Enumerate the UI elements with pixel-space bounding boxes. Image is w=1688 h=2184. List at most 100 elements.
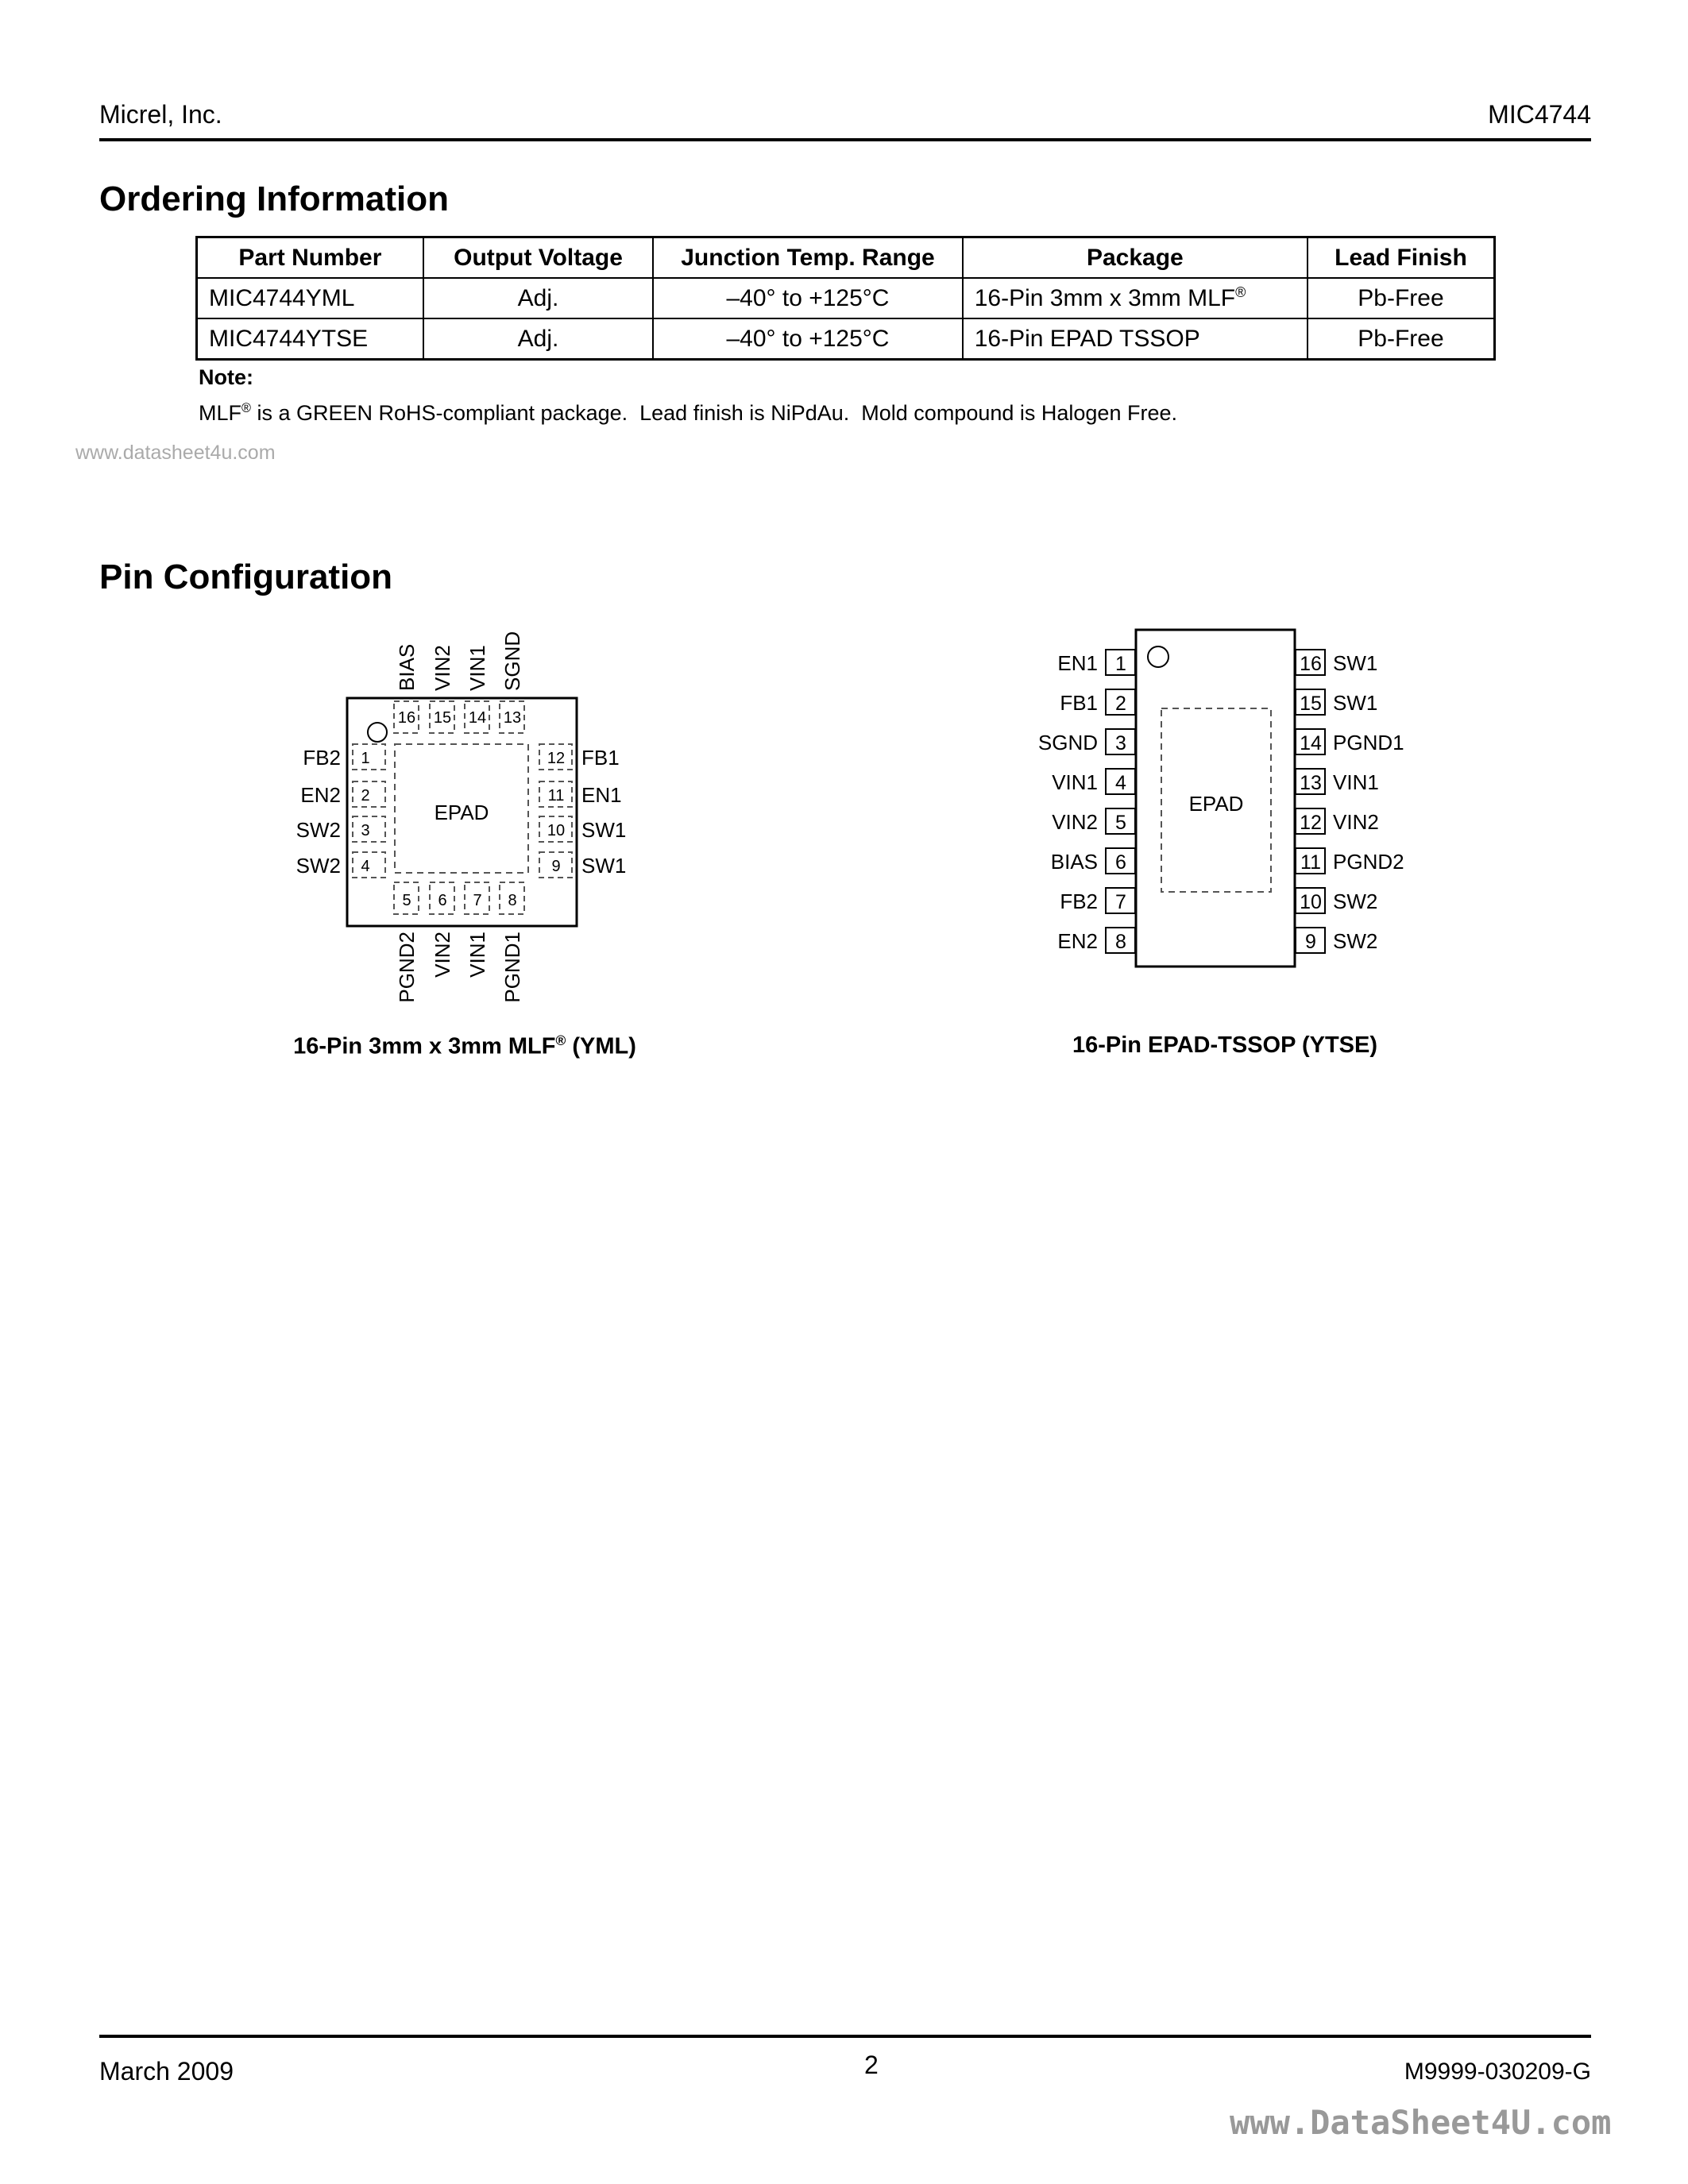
pin-label: SW1: [1333, 691, 1377, 715]
footer-rule: [99, 2035, 1591, 2038]
cell: –40° to +125°C: [652, 277, 964, 319]
pin-number: 8: [508, 892, 516, 909]
pin-lead: [1105, 728, 1136, 755]
pin-number: 1: [361, 750, 369, 767]
pin-label: SW1: [1333, 651, 1377, 675]
mlf-caption: 16-Pin 3mm x 3mm MLF® (YML): [293, 1032, 636, 1060]
column-header: Lead Finish: [1306, 236, 1496, 279]
pin-number: 6: [438, 892, 446, 909]
pin-pad: [499, 882, 525, 915]
cell: Adj.: [422, 277, 655, 319]
pin-lead: [1105, 847, 1136, 874]
cell: 16-Pin 3mm x 3mm MLF®: [961, 277, 1308, 319]
footer-doc-number: M9999-030209-G: [1404, 2059, 1591, 2085]
pin-number: 7: [1115, 891, 1126, 913]
pin-lead: [1105, 768, 1136, 795]
pin-lead: [1295, 927, 1326, 954]
cell: MIC4744YML: [195, 277, 424, 319]
pin-number: 13: [504, 709, 521, 727]
cell: Pb-Free: [1306, 318, 1496, 361]
pin-number: 3: [361, 822, 369, 839]
pin-label: PGND2: [395, 932, 419, 1003]
pin-number: 14: [469, 709, 486, 727]
mlf-epad-label: EPAD: [435, 801, 489, 824]
pin-label: EN1: [581, 783, 622, 807]
mlf-package-diagram: EPAD 16BIAS15VIN214VIN113SGND5PGND26VIN2…: [296, 631, 627, 1003]
pin-label: SW1: [581, 818, 626, 842]
pin-label: PGND1: [1333, 731, 1404, 754]
caption-suffix: (YML): [566, 1033, 636, 1059]
pin-label: SW1: [581, 854, 626, 878]
pin-label: VIN1: [465, 645, 489, 691]
pin-lead: [1105, 927, 1136, 954]
pin-lead: [1105, 808, 1136, 835]
pin-lead: [1105, 887, 1136, 914]
pin-number: 12: [1300, 812, 1322, 834]
pin-pad: [499, 700, 525, 734]
pin-number: 3: [1115, 732, 1126, 754]
pin-lead: [1105, 689, 1136, 716]
table-header-row: Part Number Output Voltage Junction Temp…: [195, 236, 1496, 279]
pin-number: 10: [1300, 891, 1322, 913]
pin-label: BIAS: [1051, 850, 1098, 874]
pin-label: SW2: [1333, 889, 1377, 913]
pin-lead: [1295, 847, 1326, 874]
pin-lead: [1295, 689, 1326, 716]
pin-number: 15: [1300, 693, 1322, 715]
cell: MIC4744YTSE: [195, 318, 424, 361]
pin1-marker-icon: [367, 722, 388, 743]
mlf-epad: [394, 743, 529, 874]
pin-label: VIN1: [1333, 770, 1379, 794]
pin-lead: [1295, 649, 1326, 676]
pin-number: 2: [361, 787, 369, 805]
pin-number: 8: [1115, 931, 1126, 953]
footer-date: March 2009: [99, 2057, 234, 2086]
pin-lead: [1105, 649, 1136, 676]
pin-pad: [429, 700, 455, 734]
table-row: MIC4744YTSE Adj. –40° to +125°C 16-Pin E…: [195, 318, 1496, 361]
pin-number: 5: [402, 892, 411, 909]
pin-number: 13: [1300, 772, 1322, 794]
header-part-number: MIC4744: [1488, 100, 1591, 129]
pin-pad: [429, 882, 455, 915]
pin-number: 16: [398, 709, 415, 727]
pin-label: EN2: [1057, 929, 1098, 953]
header-rule: [99, 138, 1591, 141]
ordering-title: Ordering Information: [99, 179, 449, 218]
column-header: Output Voltage: [422, 236, 655, 279]
pin-number: 15: [434, 709, 451, 727]
ordering-table: Part Number Output Voltage Junction Temp…: [195, 236, 1496, 361]
note-label: Note:: [199, 365, 253, 389]
registered-mark: ®: [1235, 284, 1246, 300]
caption-text: 16-Pin 3mm x 3mm MLF: [293, 1033, 556, 1059]
pin-lead: [1295, 728, 1326, 755]
pin-label: SW2: [296, 818, 341, 842]
pin-number: 6: [1115, 851, 1126, 874]
header-company: Micrel, Inc.: [99, 100, 222, 129]
pin-label: VIN2: [431, 645, 454, 691]
pin-number: 14: [1300, 732, 1322, 754]
pin-label: SW2: [1333, 929, 1377, 953]
pin-number: 5: [1115, 812, 1126, 834]
pin-label: FB2: [303, 746, 341, 770]
pin1-marker-icon: [1147, 646, 1169, 668]
pin-label: EN1: [1057, 651, 1098, 675]
pin-pad: [464, 882, 490, 915]
pin-number: 12: [547, 750, 565, 767]
pin-number: 11: [1300, 851, 1321, 874]
pin-number: 16: [1300, 653, 1322, 675]
pin-label: VIN1: [1052, 770, 1098, 794]
tssop-body: [1134, 628, 1296, 968]
note-mlf: MLF: [199, 401, 241, 425]
pin-label: VIN2: [431, 932, 454, 978]
tssop-epad: [1161, 708, 1272, 893]
pin-label: EN2: [300, 783, 341, 807]
pin-lead: [1295, 808, 1326, 835]
pin-config-title: Pin Configuration: [99, 558, 393, 596]
cell: Adj.: [422, 318, 655, 361]
package-text: 16-Pin 3mm x 3mm MLF: [974, 285, 1236, 311]
pin-label: FB1: [581, 746, 620, 770]
pin-lead: [1295, 887, 1326, 914]
